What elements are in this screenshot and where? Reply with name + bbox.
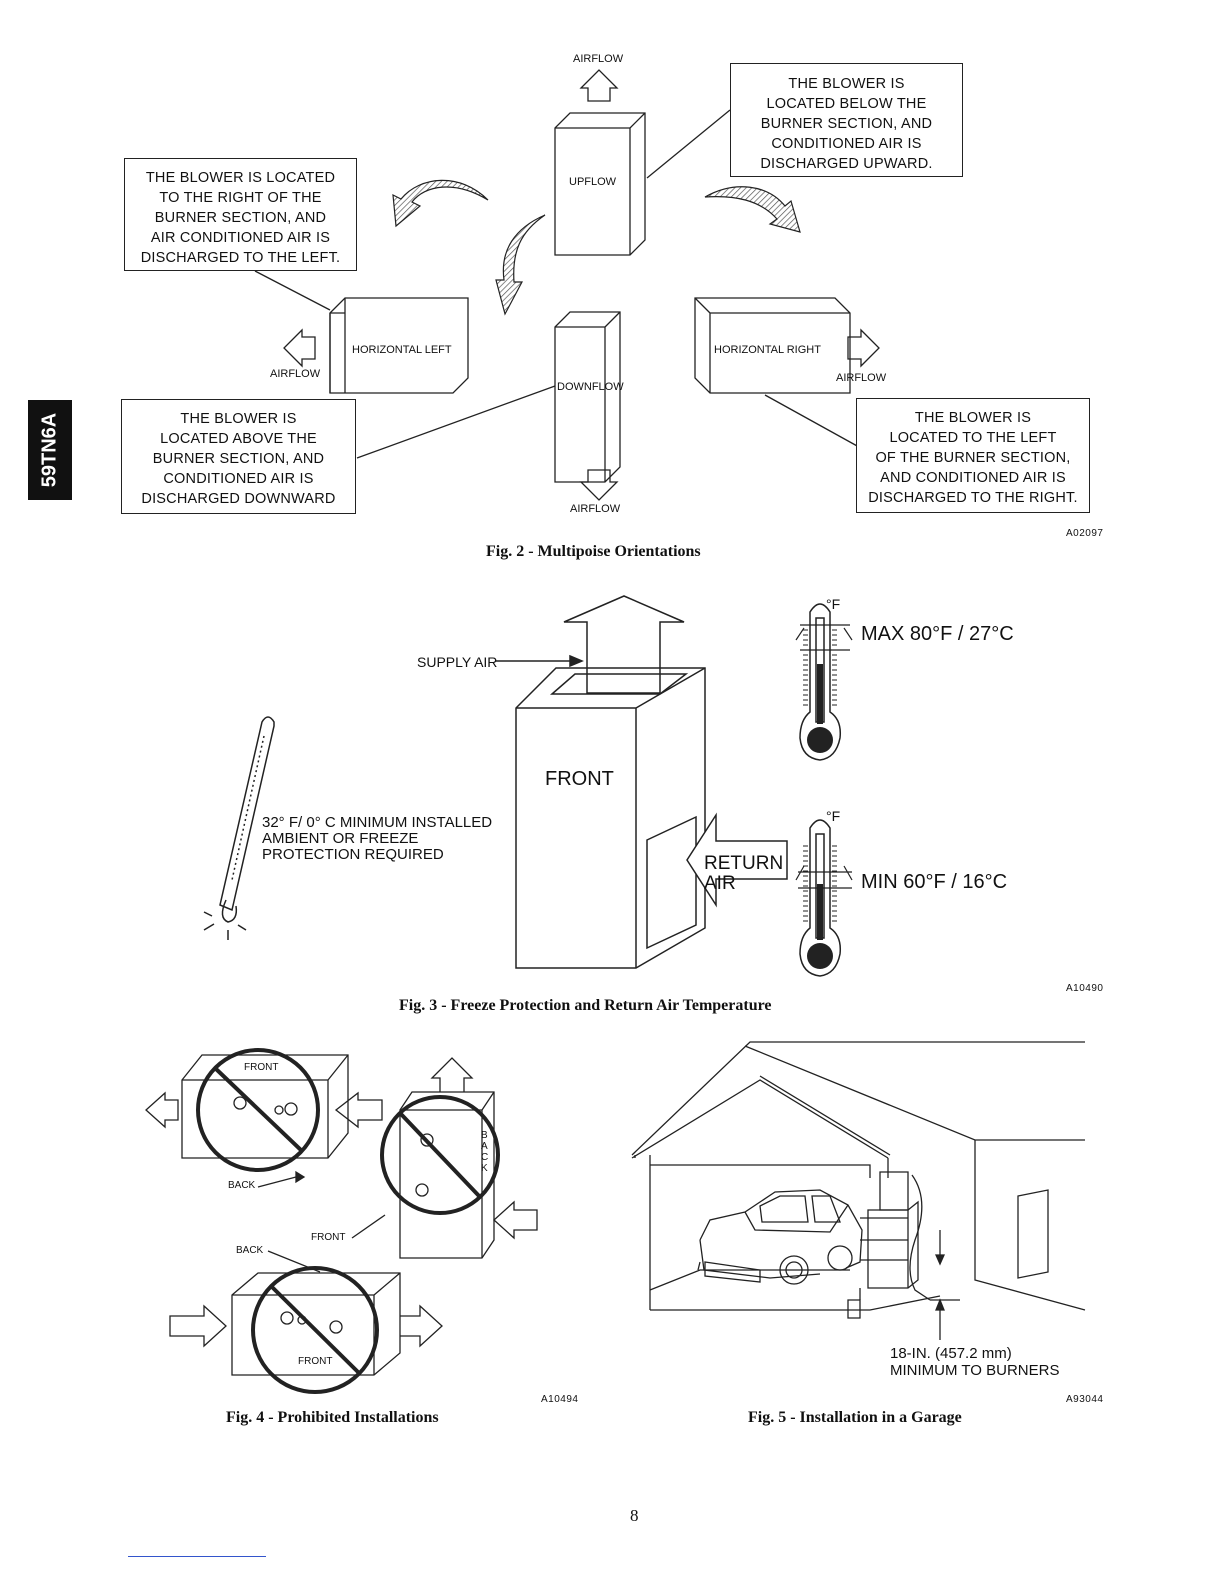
note-line: LOCATED ABOVE THE <box>160 431 317 447</box>
note-line: BURNER SECTION, AND <box>152 451 325 467</box>
fig2-caption: Fig. 2 - Multipoise Orientations <box>486 543 701 560</box>
fig3-code: A10490 <box>1066 983 1104 994</box>
note-line: CONDITIONED AIR IS <box>771 136 922 152</box>
fig5-note-line: 18-IN. (457.2 mm) <box>890 1345 1012 1362</box>
note-line: THE BLOWER IS <box>914 410 1032 426</box>
fig2-note-left: THE BLOWER IS LOCATED TO THE RIGHT OF TH… <box>124 158 357 271</box>
fig2-upflow-label: UPFLOW <box>569 176 617 188</box>
fig3-freeze-note: 32° F/ 0° C MINIMUM INSTALLED AMBIENT OR… <box>262 815 492 863</box>
fig4-back-label-1: BACK <box>228 1180 256 1191</box>
return-air-line: RETURN <box>704 853 784 874</box>
fig4-front-label-2: FRONT <box>311 1232 346 1243</box>
fig2-code: A02097 <box>1066 528 1104 539</box>
note-line: AND CONDITIONED AIR IS <box>880 470 1066 486</box>
fig3-caption: Fig. 3 - Freeze Protection and Return Ai… <box>399 997 772 1014</box>
fig2-note-upflow: THE BLOWER IS LOCATED BELOW THE BURNER S… <box>730 63 963 177</box>
fig3-unit-min: °F <box>826 808 841 824</box>
fig2-airflow-up-label: AIRFLOW <box>573 53 624 65</box>
note-line: DISCHARGED DOWNWARD <box>141 491 336 507</box>
note-line: THE BLOWER IS <box>788 76 905 92</box>
fig3-supply-air-label: SUPPLY AIR <box>417 654 498 670</box>
note-line: DISCHARGED UPWARD. <box>760 156 933 172</box>
note-line: CONDITIONED AIR IS <box>163 471 314 487</box>
footer-rule <box>128 1556 266 1557</box>
fig5-note: 18-IN. (457.2 mm) MINIMUM TO BURNERS <box>890 1345 1059 1379</box>
fig4-code: A10494 <box>541 1394 579 1405</box>
note-line: LOCATED BELOW THE <box>766 96 927 112</box>
fig3-return-air-label: RETURN AIR <box>704 854 783 894</box>
side-tab: 59TN6A <box>28 400 72 500</box>
fig2-horizontal-left-label: HORIZONTAL LEFT <box>352 344 452 356</box>
fig4-front-label-1: FRONT <box>244 1062 279 1073</box>
note-line: BURNER SECTION, AND <box>760 116 933 132</box>
fig2-airflow-left-label: AIRFLOW <box>270 368 321 380</box>
fig5-caption: Fig. 5 - Installation in a Garage <box>748 1409 962 1426</box>
note-line: TO THE RIGHT OF THE <box>159 190 322 206</box>
freeze-note-line: AMBIENT OR FREEZE <box>262 830 419 847</box>
page-number: 8 <box>630 1506 639 1525</box>
note-line: THE BLOWER IS LOCATED <box>145 170 336 186</box>
note-line: DISCHARGED TO THE RIGHT. <box>868 490 1078 506</box>
note-line: AIR CONDITIONED AIR IS <box>150 230 331 246</box>
note-line: DISCHARGED TO THE LEFT. <box>140 250 341 266</box>
return-air-line: AIR <box>704 873 736 894</box>
fig3-front-label: FRONT <box>545 768 614 790</box>
fig5-note-line: MINIMUM TO BURNERS <box>890 1362 1060 1379</box>
fig3-max-temp: MAX 80°F / 27°C <box>861 623 1014 645</box>
fig4-back-vertical-label: BACK <box>481 1130 489 1174</box>
fig4-front-label-3: FRONT <box>298 1356 333 1367</box>
fig2-airflow-right-label: AIRFLOW <box>836 372 887 384</box>
freeze-note-line: PROTECTION REQUIRED <box>262 846 444 863</box>
fig2-airflow-down-label: AIRFLOW <box>570 503 621 515</box>
note-line: LOCATED TO THE LEFT <box>889 430 1057 446</box>
fig3-min-temp: MIN 60°F / 16°C <box>861 871 1008 893</box>
fig2-note-downflow: THE BLOWER IS LOCATED ABOVE THE BURNER S… <box>121 399 356 514</box>
fig3-unit-max: °F <box>826 596 841 612</box>
fig2-downflow-label: DOWNFLOW <box>557 381 624 393</box>
note-line: THE BLOWER IS <box>180 411 297 427</box>
fig4-back-label-2: BACK <box>236 1245 264 1256</box>
fig4-caption: Fig. 4 - Prohibited Installations <box>226 1409 439 1426</box>
fig2-horizontal-right-label: HORIZONTAL RIGHT <box>714 344 821 356</box>
note-line: OF THE BURNER SECTION, <box>875 450 1071 466</box>
fig5-code: A93044 <box>1066 1394 1104 1405</box>
fig2-note-right: THE BLOWER IS LOCATED TO THE LEFT OF THE… <box>856 398 1090 513</box>
note-line: BURNER SECTION, AND <box>154 210 327 226</box>
freeze-note-line: 32° F/ 0° C MINIMUM INSTALLED <box>262 814 493 831</box>
